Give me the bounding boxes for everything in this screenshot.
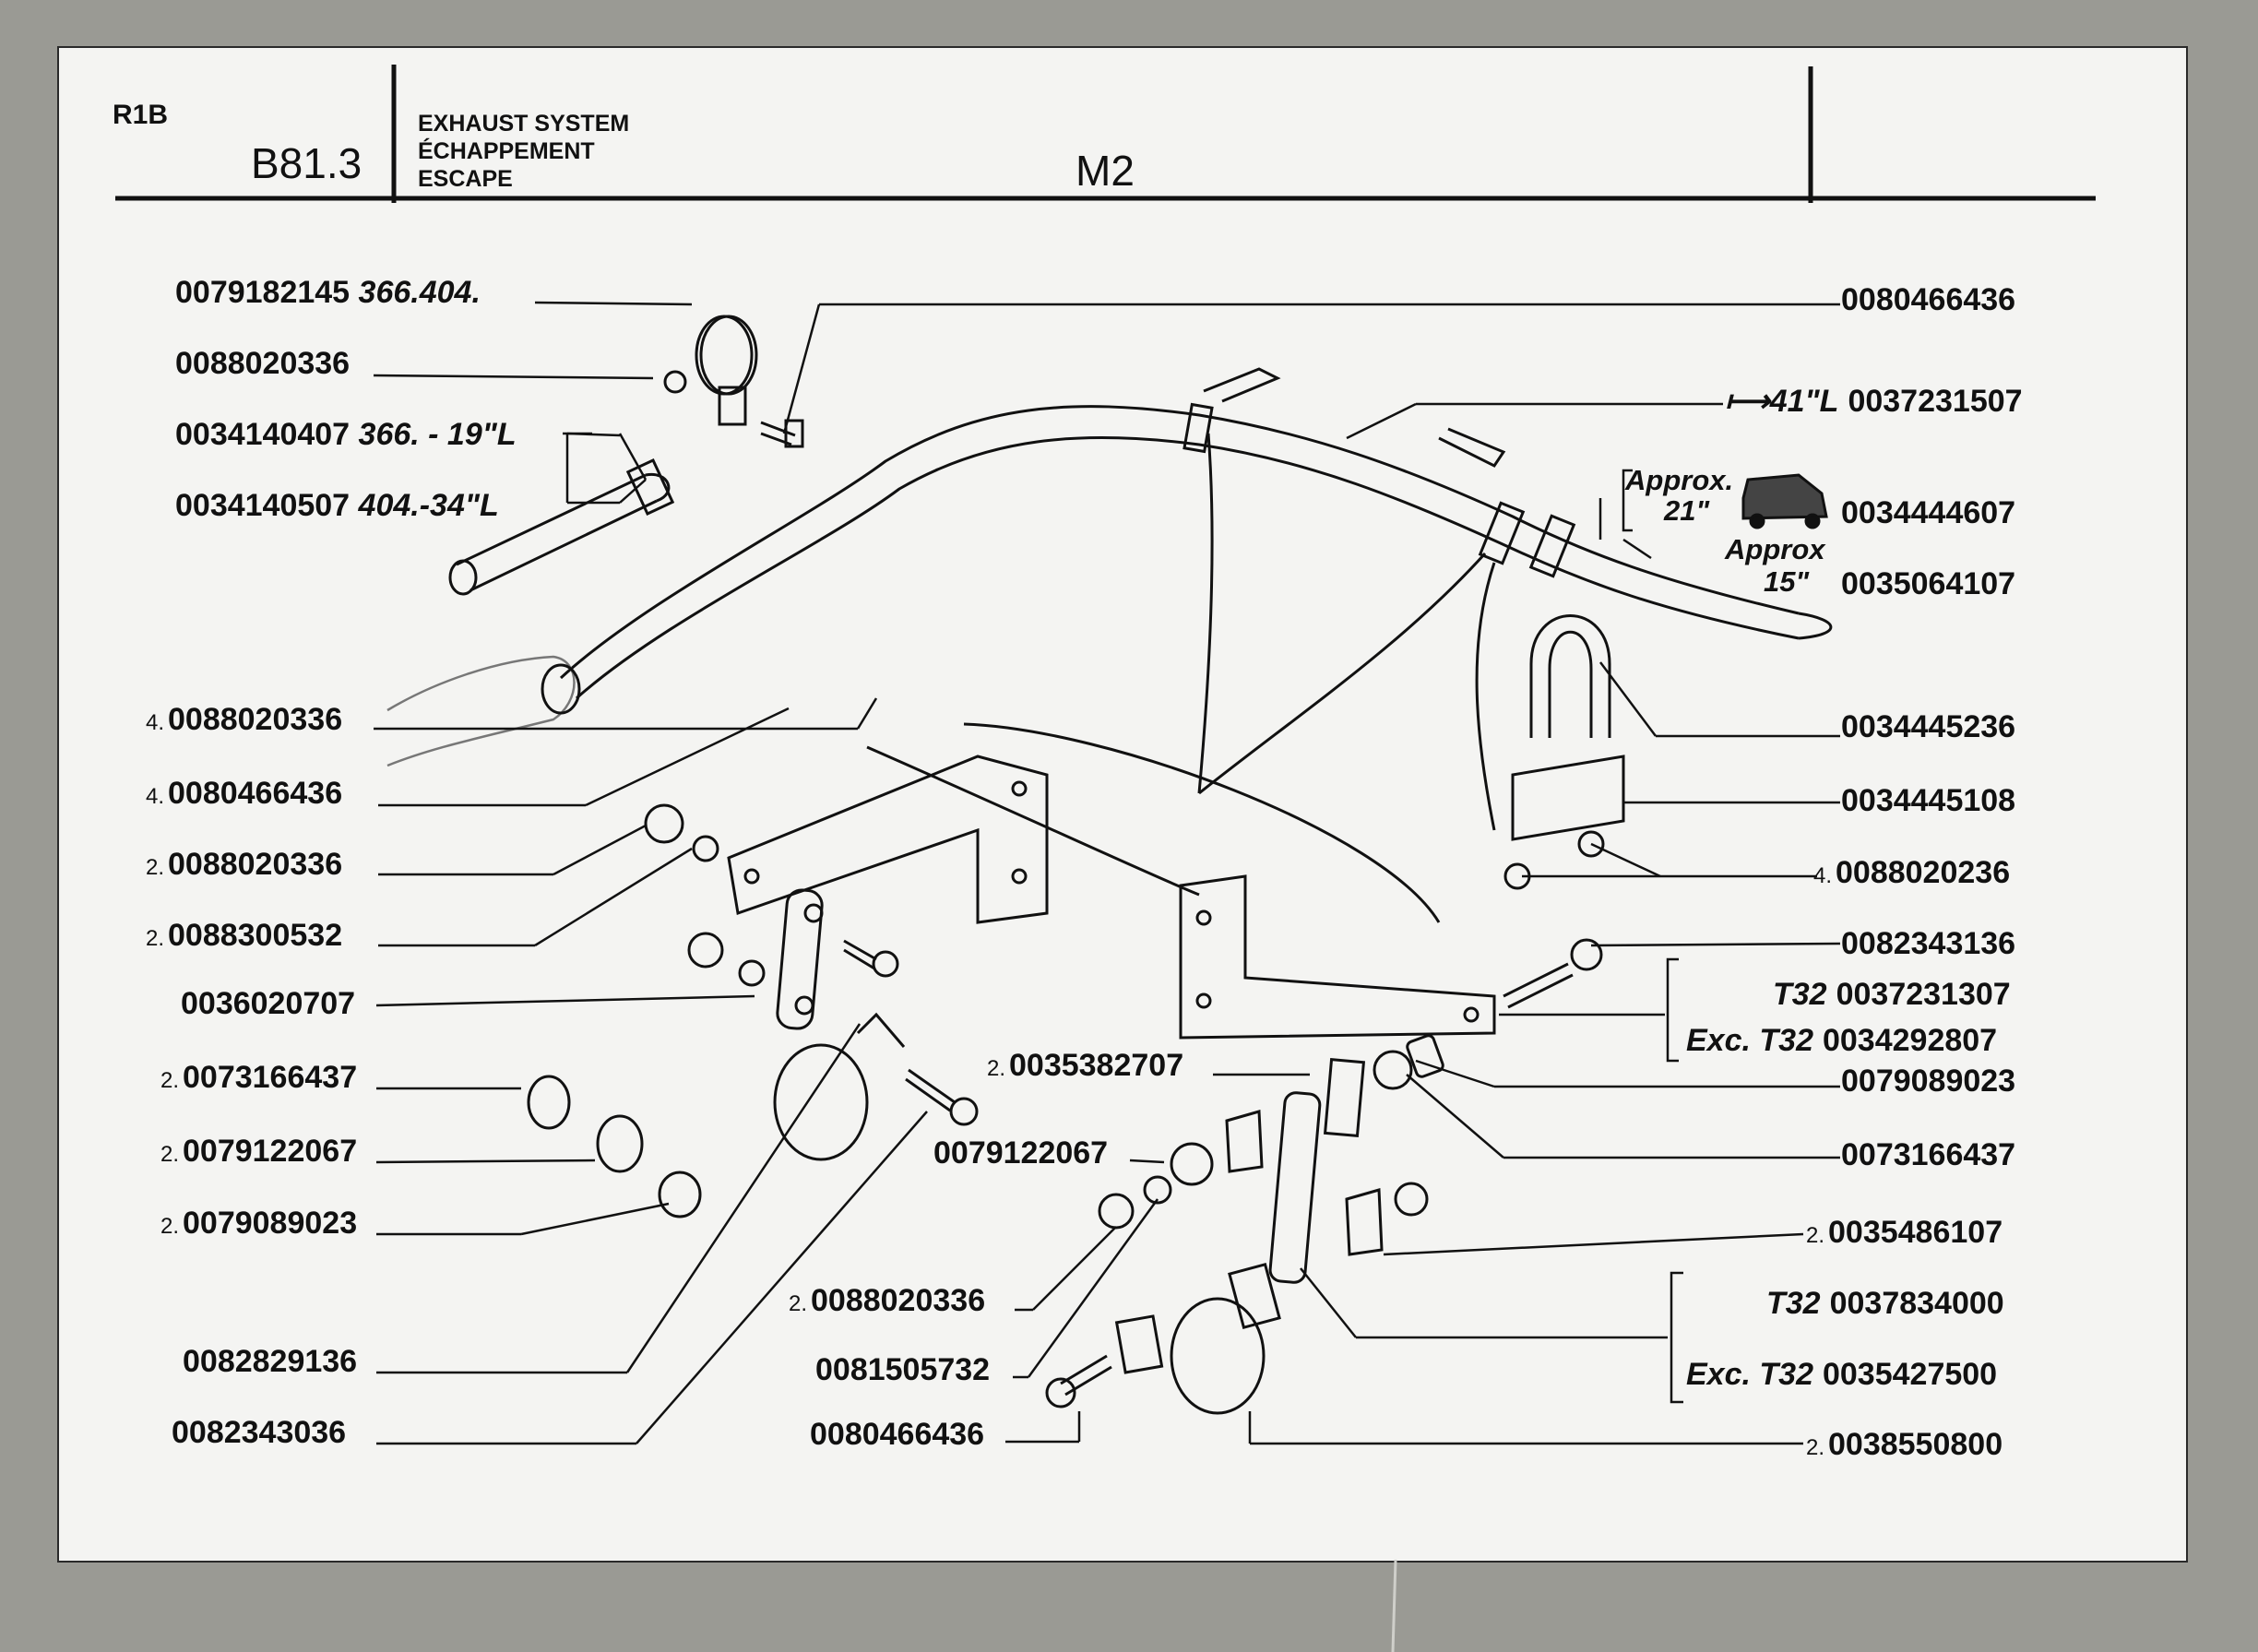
part-label: 0034140507 404.-34"L — [175, 488, 499, 523]
part-label: 0036020707 — [181, 986, 356, 1021]
center-hardware — [1045, 938, 1603, 1415]
hanger-clamp-top — [663, 315, 804, 448]
part-label: 2.0035486107 — [1806, 1215, 2003, 1250]
part-label: 0082343136 — [1841, 926, 2016, 961]
tailpipe — [448, 458, 675, 596]
part-label: 0079182145 366.404. — [175, 275, 481, 310]
u-bolt-clamp — [1503, 614, 1625, 890]
approx-21-label-b: 21" — [1664, 494, 1710, 527]
title-spanish: ESCAPE — [418, 166, 513, 192]
left-bracket — [727, 755, 1049, 924]
part-label: 0073166437 — [1841, 1137, 2016, 1172]
part-label: 0081505732 — [815, 1352, 991, 1387]
part-label: 0035064107 — [1841, 566, 2016, 601]
part-label: 0034445236 — [1841, 709, 2016, 744]
part-label: 0082829136 — [183, 1344, 358, 1379]
left-hardware — [527, 803, 979, 1218]
van-icon — [1741, 473, 1828, 529]
model-code: M2 — [1076, 147, 1135, 195]
part-label: 2.0088020336 — [146, 847, 343, 882]
header-rules — [115, 65, 2096, 203]
approx-15-label-a: Approx — [1725, 533, 1825, 565]
part-label: 0080466436 — [1841, 282, 2016, 317]
part-label: 0082343036 — [172, 1415, 347, 1450]
part-label: 4.0088020236 — [1813, 855, 2011, 890]
callout-lines — [373, 301, 1841, 1445]
part-label: 2.0035382707 — [987, 1048, 1184, 1083]
part-label: 2.0073166437 — [160, 1060, 358, 1095]
part-label: 0034445108 — [1841, 783, 2016, 818]
part-label: 0080466436 — [810, 1417, 985, 1452]
part-label: 0079089023 — [1841, 1064, 2016, 1099]
part-label: 0034444607 — [1841, 495, 2016, 530]
muffler — [386, 655, 581, 767]
part-label: 2.0038550800 — [1806, 1427, 2003, 1462]
part-label: 0088020336 — [175, 346, 351, 381]
part-label: 4.0080466436 — [146, 776, 343, 811]
scan-border — [1391, 1559, 1397, 1652]
right-bracket — [1179, 874, 1496, 1040]
title-french: ÉCHAPPEMENT — [418, 138, 595, 164]
part-label: 2.0079122067 — [160, 1134, 358, 1169]
part-label: 2.0079089023 — [160, 1206, 358, 1241]
section-code: B81.3 — [251, 139, 362, 187]
part-label: 4.0088020336 — [146, 702, 343, 737]
part-label: 0079122067 — [933, 1135, 1109, 1171]
part-label: 0034140407 366. - 19"L — [175, 417, 517, 452]
series-code: R1B — [113, 100, 169, 130]
exhaust-pipe — [559, 402, 1833, 700]
crossmember — [866, 722, 1441, 923]
pipe-hangers — [1197, 367, 1506, 831]
approx-15-label-b: 15" — [1764, 565, 1810, 598]
approx-21-label-a: Approx. — [1625, 464, 1734, 496]
part-label: 2.0088020336 — [789, 1283, 986, 1318]
title-english: EXHAUST SYSTEM — [418, 111, 630, 137]
part-label: 2.0088300532 — [146, 918, 343, 953]
